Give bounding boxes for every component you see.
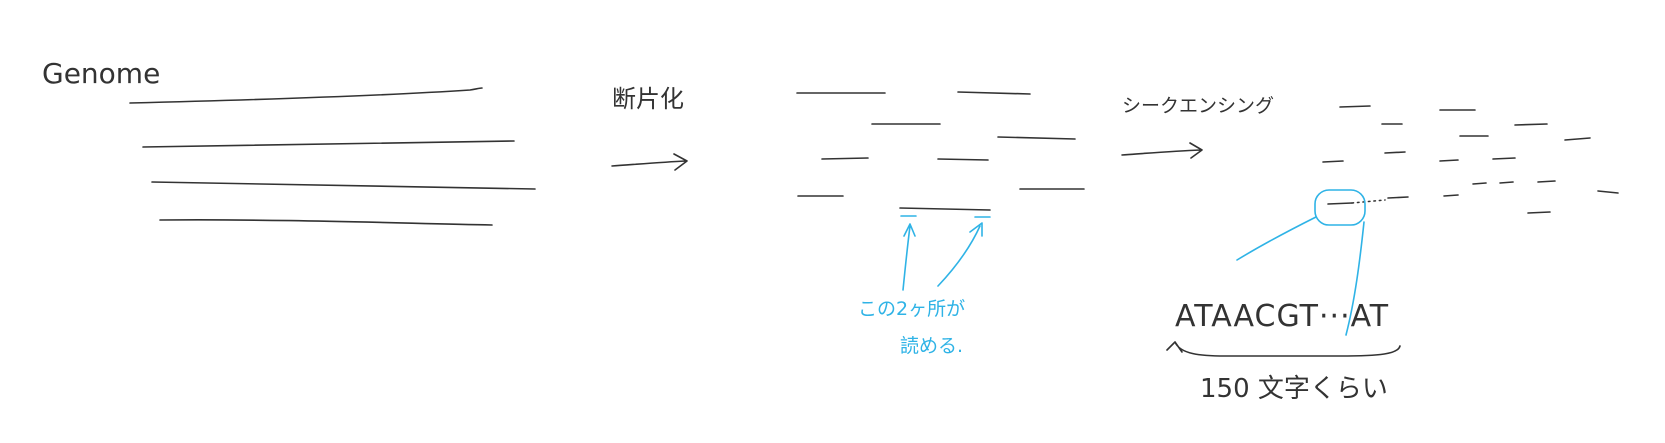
reads: [1322, 105, 1619, 214]
fragment: [997, 136, 1076, 140]
genome-strand: [159, 219, 493, 226]
readable-label-line1: この2ヶ所が: [858, 298, 965, 320]
genome-label: Genome: [42, 57, 160, 90]
read: [1472, 182, 1487, 185]
sequence-text: ATAACGT···AT: [1175, 299, 1389, 334]
fragment: [957, 91, 1031, 95]
length-brace: [1166, 341, 1401, 357]
read: [1439, 159, 1459, 162]
read-dotted-connector: [1351, 199, 1386, 204]
read: [1514, 123, 1548, 126]
read: [1387, 196, 1409, 199]
cut-arrow: [611, 153, 688, 171]
fragment-highlighted: [899, 207, 991, 211]
read: [1527, 211, 1551, 214]
readable-label-line2: 読める.: [900, 335, 963, 357]
read: [1499, 181, 1514, 184]
read: [1322, 160, 1344, 163]
read: [1339, 105, 1371, 108]
genome-strand: [129, 87, 483, 104]
zoom-line-left: [1236, 216, 1317, 261]
sequencing-label: シークエンシング: [1122, 95, 1274, 117]
genome-strand: [151, 181, 536, 190]
readable-ends-annotation: この2ヶ所が 読める.: [858, 215, 991, 357]
genome-strands: [129, 87, 536, 226]
read-selected: [1327, 202, 1353, 205]
fragments: [796, 91, 1085, 211]
pointer-arrow-right: [937, 222, 983, 287]
read-zoom-annotation: [1236, 189, 1366, 336]
read: [1537, 180, 1556, 183]
pointer-arrow-left: [902, 223, 916, 291]
read: [1443, 194, 1459, 197]
sequencing-arrow: [1121, 142, 1203, 159]
length-label: 150 文字くらい: [1200, 374, 1388, 404]
read: [1564, 137, 1591, 141]
fragment: [821, 157, 869, 160]
genome-strand: [142, 140, 515, 148]
read: [1492, 157, 1516, 160]
cut-label: 断片化: [612, 85, 684, 113]
read-highlight-box: [1314, 189, 1366, 226]
fragment: [937, 158, 989, 161]
read: [1384, 151, 1406, 154]
zoom-line-right: [1345, 221, 1365, 336]
read: [1597, 190, 1619, 194]
